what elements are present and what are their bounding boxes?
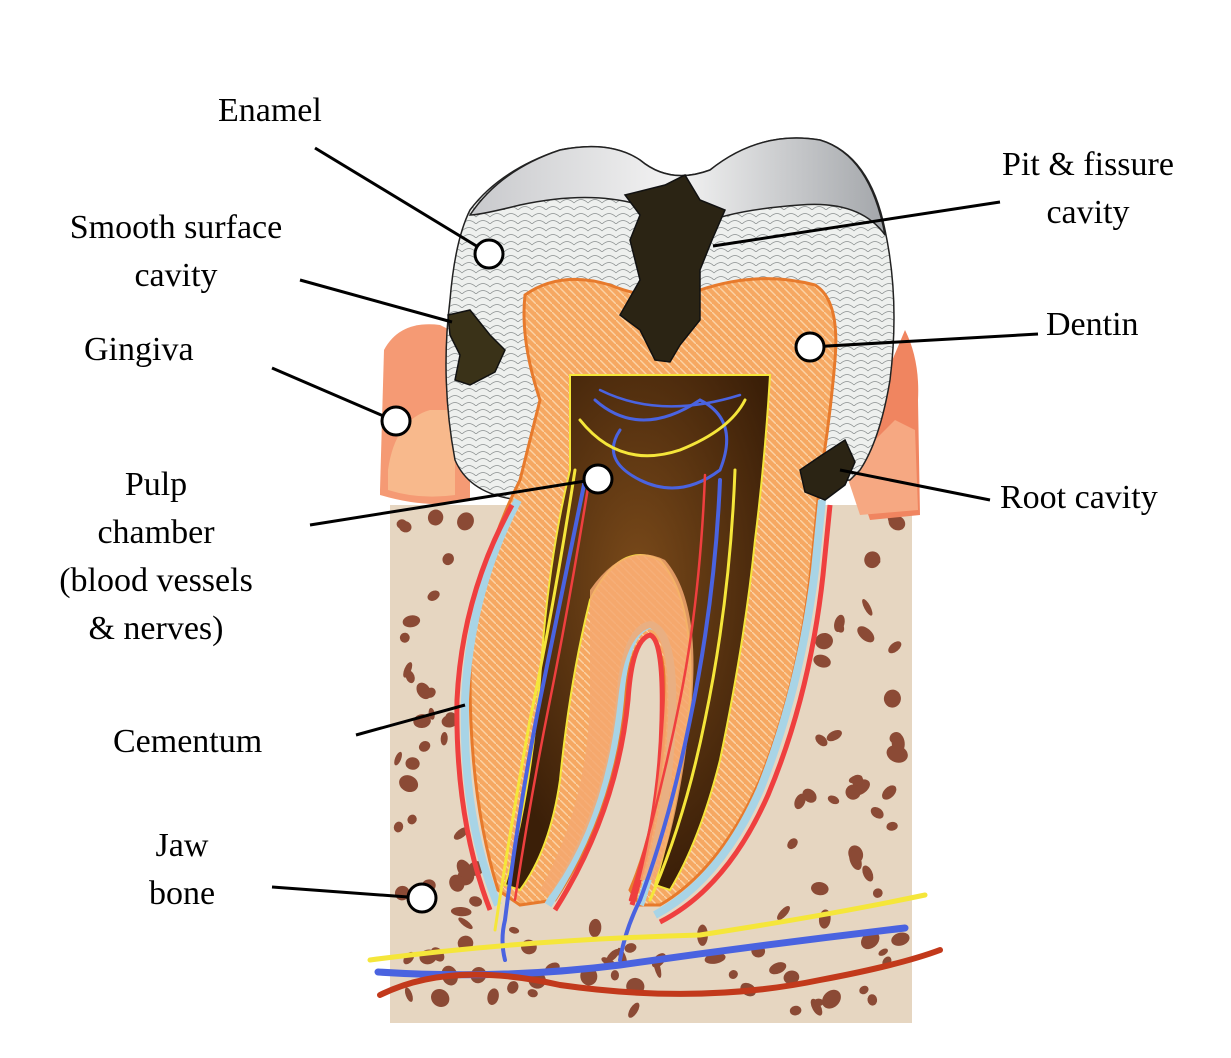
bone-pore <box>878 948 888 956</box>
bone-pore <box>393 821 404 833</box>
marker-points <box>380 238 826 914</box>
bone-pore <box>407 814 417 825</box>
bone-pore <box>404 987 413 1002</box>
bone-pore <box>859 985 869 995</box>
bone-pore <box>403 662 413 678</box>
label-dentin: Dentin <box>1046 306 1139 343</box>
decay-cavities <box>447 174 856 501</box>
bone-pore <box>449 874 465 892</box>
bone-pore <box>440 732 448 746</box>
bone-pore <box>405 757 420 770</box>
jaw-bone-marker <box>406 882 438 914</box>
pit-fissure-decay <box>619 174 726 363</box>
bone-pore <box>886 821 898 831</box>
bone-pore <box>399 775 419 793</box>
bone-pore <box>849 850 862 871</box>
bone-pore <box>610 970 620 981</box>
bone-pore <box>606 949 620 962</box>
bone-pore <box>822 989 841 1009</box>
smooth-surface-decay <box>447 309 506 386</box>
bone-pore <box>457 512 474 531</box>
bone-pore <box>398 521 412 533</box>
bone-pore <box>588 918 602 938</box>
bone-pore <box>862 865 874 882</box>
bone-pore <box>402 615 421 628</box>
dentin-marker <box>794 331 826 363</box>
bone-pore <box>867 994 878 1006</box>
bone-pore <box>456 859 473 880</box>
bone-pore <box>453 827 469 840</box>
bone-pore <box>794 793 806 810</box>
bone-pore <box>458 917 473 930</box>
bone-pore <box>845 784 861 800</box>
bone-pore <box>811 881 829 896</box>
gingiva-marker <box>380 405 412 437</box>
bone-pore <box>469 896 483 907</box>
bone-pore <box>862 598 873 616</box>
bone-pore <box>507 981 519 994</box>
enamel-marker <box>473 238 505 270</box>
bone-pore <box>450 906 472 917</box>
bone-pore <box>802 788 817 803</box>
bone-pore <box>427 509 444 526</box>
bone-pore <box>728 970 738 979</box>
bone-pore <box>427 590 440 601</box>
bone-pore <box>441 715 458 728</box>
bone-pores <box>393 509 910 1018</box>
bone-pore <box>509 926 520 934</box>
bone-pore <box>399 632 410 643</box>
bone-pore <box>394 751 402 766</box>
label-gingiva: Gingiva <box>84 331 194 368</box>
cementum-lining <box>454 498 833 925</box>
bone-pore <box>813 998 824 1007</box>
bone-pore <box>815 632 833 650</box>
bone-pore <box>827 795 840 805</box>
bone-pore <box>886 745 908 763</box>
bone-pore <box>628 1002 640 1018</box>
bone-pore <box>624 943 637 953</box>
bone-pore <box>870 806 884 819</box>
bone-pore <box>527 989 538 998</box>
label-enamel: Enamel <box>218 92 322 129</box>
bone-pore <box>891 932 910 946</box>
bone-pore <box>769 962 787 975</box>
bone-pore <box>813 654 831 668</box>
leader-lines <box>271 146 1039 900</box>
bone-pore <box>834 620 845 633</box>
bone-pore <box>810 998 823 1016</box>
bone-pore <box>851 774 864 787</box>
bone-pore <box>883 689 901 708</box>
bone-pore <box>888 641 902 654</box>
bone-pore <box>789 1005 802 1016</box>
blood-vessels-and-nerves <box>367 388 943 998</box>
label-root-cavity: Root cavity <box>1000 479 1158 516</box>
bone-pore <box>442 553 454 566</box>
bone-pore <box>431 988 450 1008</box>
bone-pore <box>777 906 790 920</box>
bone-pore <box>815 734 828 747</box>
label-pulp-chamber: Pulp chamber (blood vessels & nerves) <box>59 466 253 647</box>
bone-pore <box>418 741 431 752</box>
bone-pore <box>787 838 798 850</box>
bone-pore <box>416 682 431 700</box>
bone-pore <box>864 551 881 569</box>
bone-pore <box>487 988 499 1005</box>
label-cementum: Cementum <box>113 723 263 760</box>
bone-pore <box>882 785 897 800</box>
bone-pore <box>857 626 875 643</box>
label-smooth-surface-cavity: Smooth surface cavity <box>69 209 283 294</box>
pulp-chamber-marker <box>582 463 614 495</box>
label-jaw-bone: Jaw bone <box>148 827 216 912</box>
label-pit-fissure-cavity: Pit & fissure cavity <box>1002 146 1174 231</box>
bone-pore <box>783 970 800 985</box>
bone-pore <box>872 888 883 898</box>
bone-pore <box>826 729 842 742</box>
bone-pore <box>888 515 906 531</box>
